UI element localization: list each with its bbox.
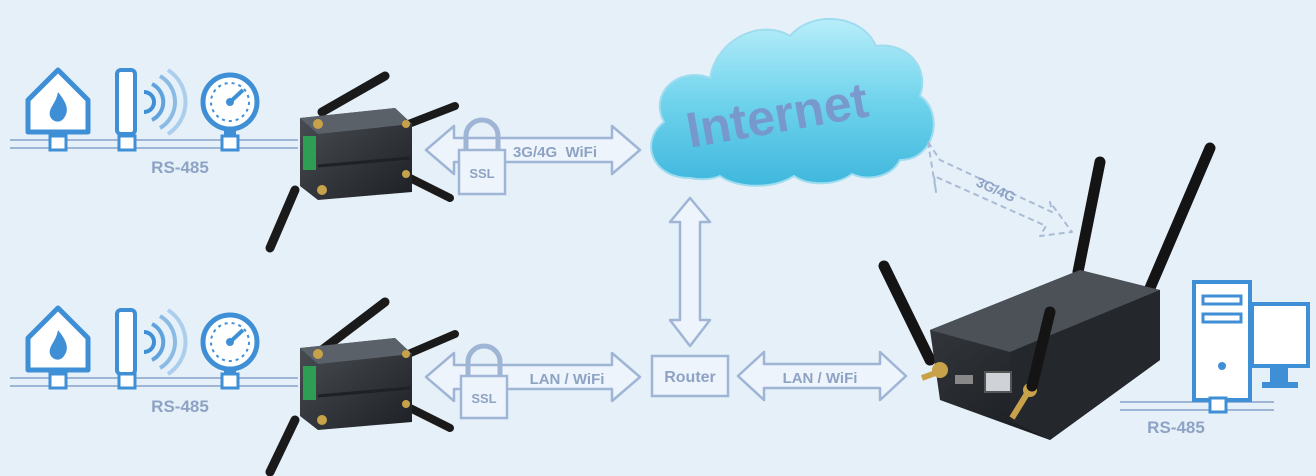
lock-icon: SSL xyxy=(459,343,509,420)
sensor-group-bottom: RS-485 xyxy=(10,305,298,416)
sensor-group-top: RS-485 xyxy=(10,67,298,177)
house-flame-icon xyxy=(25,305,91,390)
link-arrow-vertical xyxy=(668,196,712,348)
router-label: Router xyxy=(664,369,716,386)
lock-icon: SSL xyxy=(457,117,507,196)
lock-label: SSL xyxy=(469,166,494,181)
gateway-device-icon xyxy=(265,297,459,476)
gateway-device-icon xyxy=(265,71,459,253)
link-label-cloud-gateway: 3G/4G xyxy=(974,174,1018,205)
link-label-bottom: LAN / WiFi xyxy=(530,371,605,388)
wireless-sensor-icon xyxy=(115,308,188,390)
computer-icon: RS-485 xyxy=(1120,280,1310,437)
pressure-gauge-icon xyxy=(200,72,260,152)
rs485-label: RS-485 xyxy=(151,158,209,177)
link-arrow-cloud-gateway: 3G/4G xyxy=(927,141,1073,237)
gateway-device-icon xyxy=(878,142,1216,440)
link-label-router-right: LAN / WiFi xyxy=(783,370,858,387)
pressure-gauge-icon xyxy=(200,312,260,390)
rs485-label: RS-485 xyxy=(1147,418,1205,437)
internet-cloud: Internet xyxy=(650,17,935,187)
link-label-top: 3G/4G WiFi xyxy=(513,144,597,161)
router-box: Router xyxy=(650,354,730,398)
wireless-sensor-icon xyxy=(115,68,188,152)
link-arrow-bottom: LAN / WiFi xyxy=(424,351,642,403)
house-flame-icon xyxy=(25,67,91,152)
lock-label: SSL xyxy=(471,391,496,406)
rs485-label: RS-485 xyxy=(151,397,209,416)
link-arrow-router-right: LAN / WiFi xyxy=(736,350,908,402)
